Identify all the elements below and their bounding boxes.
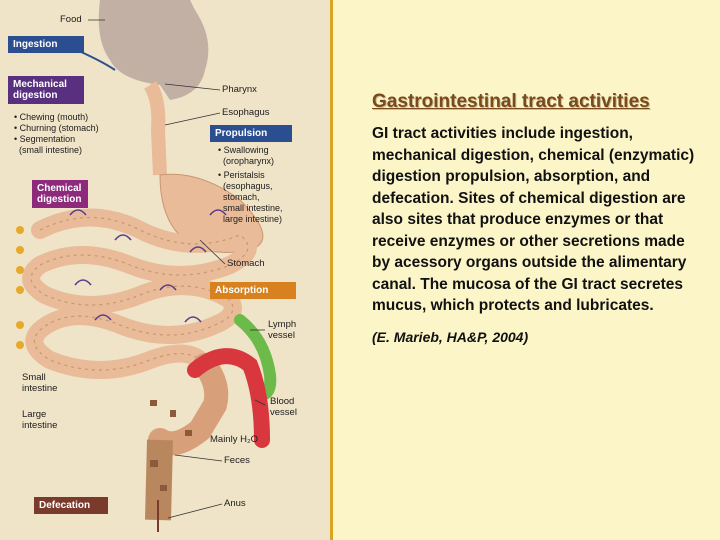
esophagus-shape [143, 81, 167, 176]
head-silhouette [98, 0, 209, 100]
mechanical-digestion-label: Mechanical digestion [8, 76, 84, 104]
feces-label: Feces [224, 455, 250, 466]
lymph-vessel-label: Lymph vessel [268, 319, 297, 341]
propulsion-item: (esophagus, [218, 181, 273, 191]
esophagus-label: Esophagus [222, 107, 270, 118]
propulsion-item: • Swallowing [218, 145, 269, 155]
citation: (E. Marieb, HA&P, 2004) [372, 328, 529, 345]
blood-vessel-shape [187, 348, 270, 448]
mechanical-item: (small intestine) [14, 145, 83, 155]
propulsion-item: large intestine) [218, 214, 283, 224]
ingestion-label: Ingestion [8, 36, 84, 53]
mechanical-item: • Chewing (mouth) [14, 112, 89, 122]
blood-vessel-label: Blood vessel [270, 396, 297, 418]
propulsion-item: • Peristalsis [218, 170, 265, 180]
food-label: Food [60, 14, 82, 25]
intestine-villi [30, 217, 249, 371]
slide-title: Gastrointestinal tract activities [372, 91, 650, 112]
mechanical-item: • Churning (stomach) [14, 123, 99, 133]
large-intestine-label: Large intestine [22, 409, 58, 431]
small-intestine-label: Small intestine [22, 372, 58, 394]
propulsion-item: stomach, [218, 192, 260, 202]
mixing-arrows [69, 209, 227, 323]
propulsion-item: (oropharynx) [218, 156, 275, 166]
mechanical-item: • Segmentation [14, 134, 76, 144]
anus-label: Anus [224, 498, 246, 509]
absorption-label: Absorption [210, 282, 296, 299]
stomach-label: Stomach [227, 258, 265, 269]
pharynx-label: Pharynx [222, 84, 257, 95]
leader-lines [88, 19, 266, 519]
digestive-figure: Ingestion Mechanical digestion Propulsio… [0, 0, 333, 540]
feces-marks [150, 400, 192, 491]
enzyme-drops [16, 226, 24, 349]
slide-body: GI tract activities include ingestion, m… [372, 125, 695, 314]
defecation-label: Defecation [34, 497, 108, 514]
propulsion-item: small intestine, [218, 203, 283, 213]
water-label: Mainly H₂O [210, 434, 259, 445]
propulsion-label: Propulsion [210, 125, 292, 142]
digestive-tract-illustration [16, 0, 277, 532]
text-panel: Gastrointestinal tract activities GI tra… [372, 90, 702, 345]
chemical-digestion-label: Chemical digestion [32, 180, 88, 208]
